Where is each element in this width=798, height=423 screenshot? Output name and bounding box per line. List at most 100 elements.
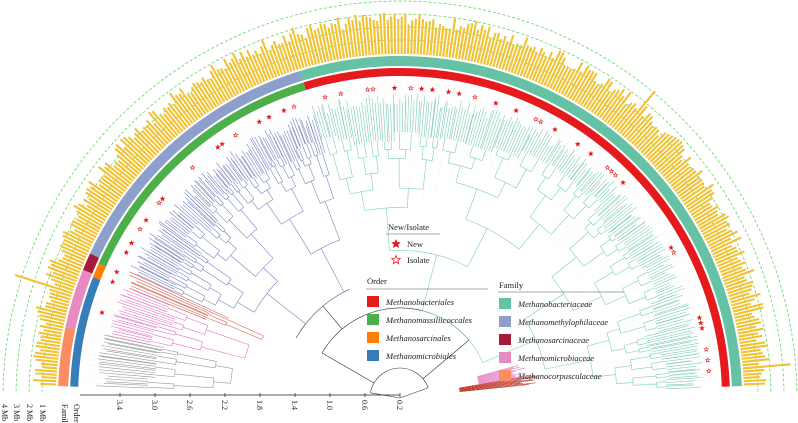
genome-bar <box>304 37 314 66</box>
tree-branch <box>157 234 184 253</box>
tree-branch <box>630 356 651 361</box>
genome-bar <box>730 292 761 304</box>
tree-branch <box>622 225 646 242</box>
genome-bar <box>40 362 58 367</box>
genome-bar <box>123 146 147 168</box>
tree-arc <box>551 276 574 311</box>
order-legend-title: Order <box>367 276 387 286</box>
genome-bar <box>305 27 318 65</box>
tree-branch <box>621 326 645 334</box>
tree-branch <box>264 130 280 160</box>
leaf-guide <box>280 103 292 132</box>
tree-branch <box>103 382 148 386</box>
tree-arc <box>465 218 520 250</box>
tree-branch <box>286 130 300 160</box>
genome-bar <box>73 204 105 225</box>
tree-branch <box>600 186 618 203</box>
genome-bar <box>45 322 64 329</box>
tree-branch <box>318 105 328 138</box>
genome-bar <box>552 65 566 91</box>
tree-branch <box>287 124 299 149</box>
genome-bar <box>98 179 122 198</box>
tree-branch <box>350 106 358 145</box>
genome-bar <box>344 23 352 58</box>
leaf-guide <box>613 270 692 305</box>
tree-branch <box>370 173 374 190</box>
genome-bar <box>731 302 752 310</box>
leaf-guide <box>319 90 325 109</box>
genome-bar <box>239 51 257 87</box>
tree-branch <box>526 132 539 154</box>
tree-arc <box>455 182 498 199</box>
tree-branch <box>459 379 521 390</box>
tree-branch <box>153 241 184 261</box>
leaf-guide <box>578 186 638 240</box>
tree-branch <box>273 161 276 166</box>
genome-bar <box>737 325 757 332</box>
tree-branch <box>251 137 270 170</box>
leaf-guide <box>421 80 426 120</box>
new-star-icon <box>696 314 703 321</box>
new-star-icon <box>418 85 425 92</box>
tree-arc <box>419 146 427 148</box>
genome-bar <box>728 288 752 298</box>
tree-branch <box>301 120 311 144</box>
genome-bar <box>190 86 210 113</box>
tree-branch <box>252 177 259 186</box>
isolate-star-icon <box>189 164 196 171</box>
tree-branch <box>147 256 178 275</box>
isolate-star-icon <box>703 346 710 352</box>
order-label-methanomassiliicoccales: Methanomassiliicoccales <box>385 315 473 325</box>
genome-bar <box>651 138 680 166</box>
tree-branch <box>666 360 694 365</box>
tree-branch <box>186 286 206 297</box>
tree-branch <box>226 163 241 183</box>
genome-bar <box>498 40 509 69</box>
genome-bar <box>103 174 126 193</box>
tree-branch <box>541 163 550 175</box>
tree-branch <box>125 299 167 315</box>
genome-bar <box>37 310 66 319</box>
genome-bar <box>593 91 611 115</box>
tree-branch <box>477 364 519 377</box>
genome-bar <box>716 250 745 265</box>
tree-branch <box>481 150 486 161</box>
tree-arc <box>594 282 606 305</box>
tree-branch <box>164 221 187 238</box>
tree-branch <box>622 280 639 289</box>
genome-bar <box>114 147 142 173</box>
family-seg-methanocorpusculaceae <box>58 326 76 387</box>
tree-branch <box>535 133 550 159</box>
genome-bar <box>327 27 336 61</box>
tree-branch <box>213 176 228 192</box>
tree-branch <box>565 156 581 177</box>
tree-branch <box>450 109 458 140</box>
leaf-guide <box>203 147 261 221</box>
tree-branch <box>537 177 546 190</box>
tree-branch <box>295 149 302 162</box>
tree-branch <box>493 119 505 148</box>
tree-branch <box>226 156 244 181</box>
tree-branch <box>436 138 439 149</box>
genome-bar <box>540 57 555 85</box>
genome-bar <box>173 103 191 127</box>
tree-branch <box>573 296 602 311</box>
tree-branch <box>216 162 233 183</box>
tree-branch <box>625 256 630 260</box>
tree-branch <box>227 319 264 337</box>
tree-arc <box>622 288 630 304</box>
order-seg-methanosarcinales <box>92 263 106 280</box>
family-label-methanocorpusculaceae: Methanocorpusculaceae <box>517 371 602 381</box>
tree-branch <box>510 126 524 155</box>
tree-branch <box>616 223 637 240</box>
genome-bar <box>219 67 237 97</box>
genome-bar <box>38 331 62 338</box>
tree-branch <box>441 100 449 139</box>
tree-branch <box>477 367 514 378</box>
tree-branch <box>551 187 561 201</box>
tree-arc <box>373 155 379 157</box>
tree-branch <box>175 287 185 292</box>
tree-branch <box>239 182 244 189</box>
tree-arc <box>181 325 184 331</box>
tree-branch <box>172 210 195 229</box>
